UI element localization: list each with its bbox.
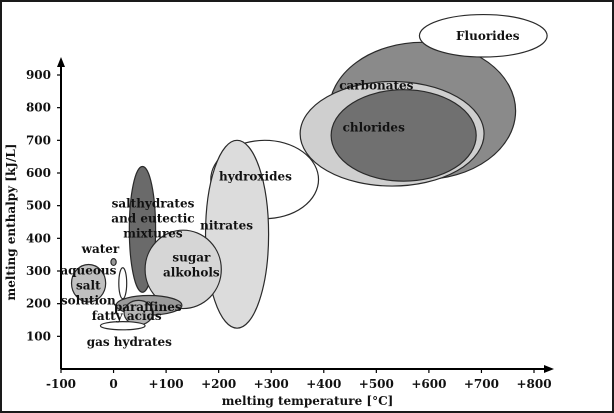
- x-axis-title: melting temperature [°C]: [222, 394, 394, 408]
- x-tick-label: -100: [46, 377, 76, 391]
- region-gas-hydrates: [99, 321, 146, 331]
- regions-layer: [70, 13, 548, 331]
- region-label-water: water: [81, 242, 120, 256]
- y-tick-label: 100: [26, 329, 51, 343]
- y-tick-label: 700: [26, 133, 51, 147]
- x-tick-label: +800: [516, 377, 551, 391]
- region-label-fluorides: Fluorides: [456, 29, 520, 43]
- y-axis-title: melting enthalpy [kJ/L]: [4, 144, 18, 301]
- y-tick-label: 300: [26, 264, 51, 278]
- region-nitrates: [204, 139, 270, 329]
- region-label-fatty-acids: fatty acids: [92, 309, 162, 323]
- region-label-chlorides: chlorides: [343, 120, 406, 134]
- region-label-gas-hydrates: gas hydrates: [87, 335, 172, 349]
- region-labels-layer: carbonates chlorides Fluorides hydroxides ni…: [60, 29, 519, 349]
- axes-layer: -100 0 +100 +200 +300 +400 +500 +600 +700 +800 100…: [26, 57, 554, 391]
- region-sugar-alcohols: [144, 229, 222, 310]
- region-label-paraffines: paraffines: [114, 300, 182, 314]
- x-tick-label: +300: [254, 377, 289, 391]
- region-aqueous-salt-solution: [70, 263, 107, 303]
- region-small-region: [118, 267, 128, 300]
- x-tick-label: +400: [306, 377, 341, 391]
- x-tick-label: 0: [109, 377, 117, 391]
- x-tick-label: +600: [411, 377, 446, 391]
- x-tick-label: +500: [359, 377, 394, 391]
- y-tick-label: 200: [26, 297, 51, 311]
- region-water: [110, 257, 117, 267]
- y-tick-label: 800: [26, 101, 51, 115]
- y-axis-arrowhead: [57, 57, 65, 67]
- y-tick-label: 400: [26, 231, 51, 245]
- region-chlorides-core: [330, 89, 477, 182]
- region-label-carbonates: carbonates: [339, 78, 413, 92]
- region-label-hydroxides: hydroxides: [219, 169, 292, 183]
- region-label-nitrates: nitrates: [200, 218, 253, 232]
- x-tick-label: +700: [464, 377, 499, 391]
- y-tick-label: 600: [26, 166, 51, 180]
- region-fluorides: [418, 13, 548, 58]
- x-tick-label: +100: [149, 377, 184, 391]
- x-axis-arrowhead: [544, 365, 554, 373]
- x-tick-label: +200: [201, 377, 236, 391]
- y-tick-label: 500: [26, 199, 51, 213]
- y-tick-label: 900: [26, 68, 51, 82]
